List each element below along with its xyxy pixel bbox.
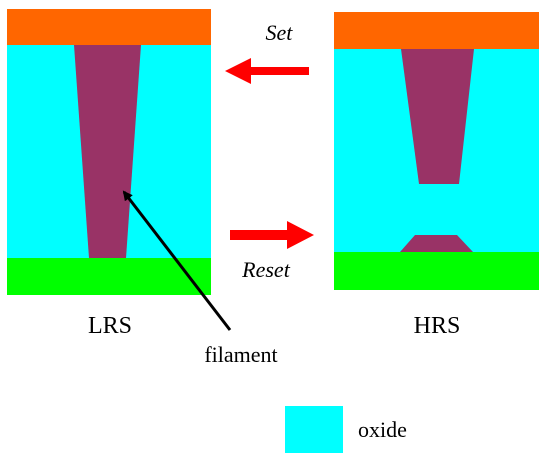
legend-oxide-label: oxide	[358, 417, 407, 442]
lrs-filament	[74, 45, 141, 258]
lrs-top-electrode	[7, 9, 211, 45]
legend: oxide	[285, 406, 407, 453]
hrs-lower-filament	[400, 235, 473, 252]
legend-oxide-swatch	[285, 406, 343, 453]
lrs-label: LRS	[88, 313, 132, 339]
lrs-bottom-electrode	[7, 258, 211, 295]
hrs-top-electrode	[334, 12, 539, 49]
hrs-cell	[334, 12, 539, 290]
hrs-upper-filament	[401, 49, 474, 184]
set-label: Set	[266, 20, 294, 45]
hrs-label: HRS	[414, 313, 461, 339]
filament-pointer-arrow	[122, 190, 232, 331]
reset-label: Reset	[241, 257, 291, 282]
lrs-cell	[7, 9, 211, 295]
reset-arrow	[230, 221, 314, 249]
filament-label: filament	[204, 342, 277, 367]
set-arrow	[225, 58, 309, 84]
hrs-bottom-electrode	[334, 252, 539, 290]
